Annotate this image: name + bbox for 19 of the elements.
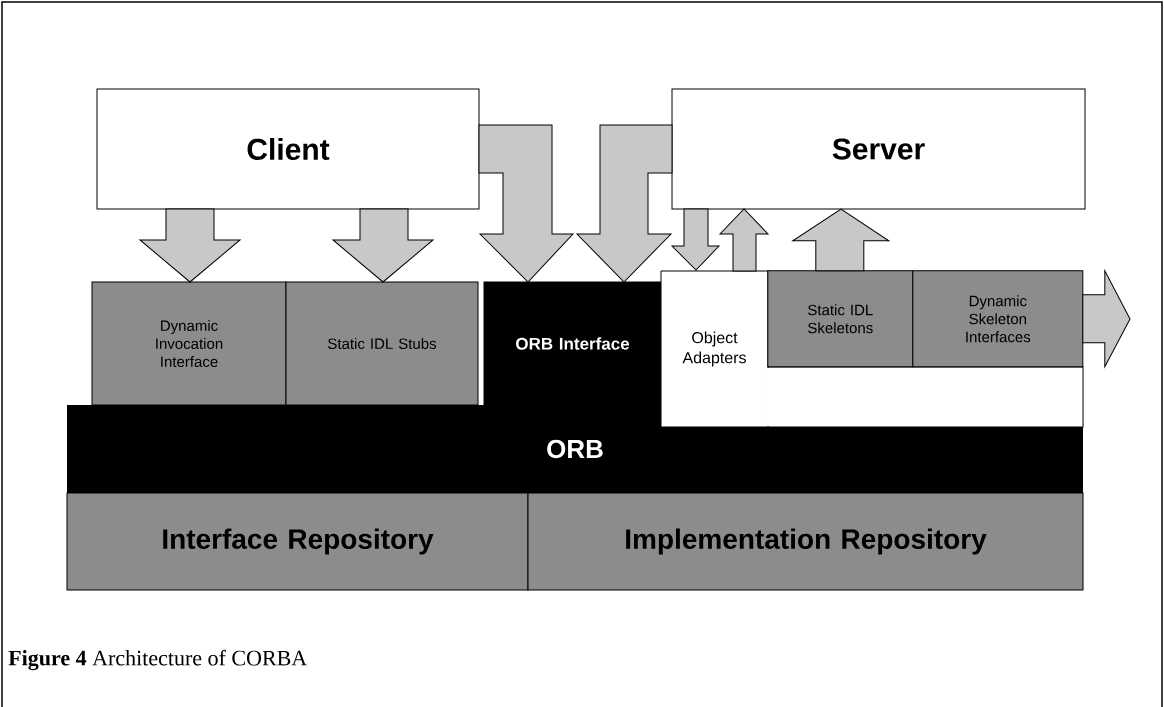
interface-box: Static IDL Skeletons bbox=[767, 270, 914, 368]
interface-box: ORB Interface bbox=[483, 281, 662, 406]
interface-box: Dynamic Invocation Interface bbox=[91, 281, 287, 406]
block-arrow bbox=[671, 208, 720, 271]
block-arrow bbox=[1082, 270, 1131, 368]
block-arrow bbox=[332, 208, 434, 283]
repository-box: Implementation Repository bbox=[527, 492, 1084, 591]
caption: Figure 4 Architecture of CORBA bbox=[8, 649, 308, 671]
repository-box: Interface Repository bbox=[66, 492, 529, 591]
interface-box: Dynamic Skeleton Interfaces bbox=[912, 270, 1084, 368]
block-arrow bbox=[576, 124, 673, 283]
client-box: Client bbox=[96, 88, 480, 210]
block-arrow bbox=[478, 124, 574, 283]
interface-box: Static IDL Stubs bbox=[285, 281, 479, 406]
block-arrow bbox=[719, 208, 769, 272]
server-box: Server bbox=[671, 88, 1086, 210]
block-arrow bbox=[792, 208, 890, 272]
node-label: Object Adapters bbox=[682, 331, 746, 367]
block-arrow bbox=[139, 208, 241, 283]
